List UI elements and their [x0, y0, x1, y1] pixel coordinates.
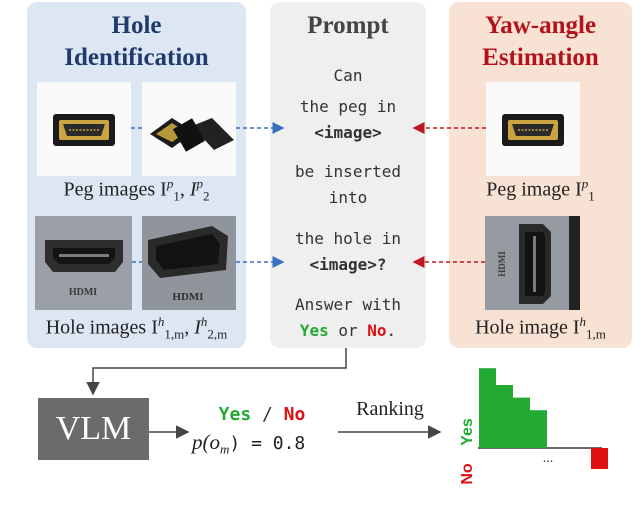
hole-images-caption-text: Hole images I	[45, 316, 158, 339]
peg-sub-2: 2	[202, 188, 210, 204]
ranking-bar-3	[530, 410, 547, 448]
yaw-peg-sup: p	[581, 176, 589, 191]
hole-sub-1: 1,m	[164, 326, 185, 342]
vlm-output-tokens: Yes / No	[192, 404, 332, 425]
peg-image-2	[142, 82, 236, 176]
chart-ellipsis: ...	[543, 451, 554, 466]
hole-identification-title-line1: Hole	[111, 12, 162, 39]
hdmi-plug-angled-icon	[150, 118, 234, 152]
vlm-label: VLM	[55, 410, 132, 447]
yaw-hole-caption-text: Hole image I	[475, 316, 580, 339]
prob-sub: m	[220, 441, 230, 457]
prompt-line-1: Can	[333, 66, 363, 85]
peg-image-1	[37, 82, 131, 176]
prompt-panel: Prompt Can the peg in <image> be inserte…	[270, 2, 426, 348]
prompt-answer-line: Yes or No.	[270, 321, 426, 340]
ranking-bar-chart: Yes No ...	[459, 368, 608, 485]
ranking-bar-0	[479, 368, 496, 448]
hole-images-caption: Hole images Ih1,m, Ih2,m	[45, 314, 228, 342]
hole-sub-2: 2,m	[207, 326, 228, 342]
yaw-peg-caption: Peg image Ip1	[449, 176, 632, 205]
prompt-line-4: be inserted	[295, 162, 401, 181]
yaw-hole-sup: h	[579, 314, 587, 329]
answer-yes: Yes	[299, 321, 329, 340]
yaw-angle-estimation-panel: Yaw-angle Estimation	[449, 2, 632, 348]
hole-sup-1: h	[157, 314, 165, 329]
peg-sup-1: p	[166, 176, 174, 191]
output-yes: Yes	[218, 404, 252, 425]
ranking-bar-2	[513, 397, 530, 448]
peg-sub-1: 1	[173, 188, 180, 204]
prompt-title: Prompt	[307, 12, 389, 39]
hdmi-logo-text-3: HDMI	[497, 251, 507, 277]
prompt-to-vlm-arrow	[86, 348, 347, 396]
vlm-box: VLM	[38, 398, 149, 460]
yaw-peg-image	[486, 82, 580, 176]
peg-images-caption: Peg images Ip1, Ip2	[63, 176, 210, 204]
yaw-hole-sub: 1,m	[586, 326, 606, 342]
hdmi-port-angled-icon: HDMI	[142, 216, 236, 310]
peg-images-caption-text: Peg images I	[63, 178, 167, 201]
prompt-line-7: <image>?	[309, 255, 387, 274]
prompt-line-3: <image>	[314, 123, 382, 142]
hdmi-logo-text-2: HDMI	[172, 291, 203, 303]
axis-no-label: No	[459, 463, 476, 485]
yaw-peg-sub: 1	[588, 188, 595, 204]
output-no: No	[283, 404, 306, 425]
hole-sup-2: h	[200, 314, 208, 329]
ranking-bar-1	[496, 385, 513, 448]
hole-image-1: HDMI	[35, 216, 132, 310]
ranking-bar-4	[591, 448, 608, 469]
answer-no: No	[367, 321, 387, 340]
hdmi-logo-text-1: HDMI	[69, 287, 97, 298]
answer-end: .	[386, 321, 397, 340]
prompt-line-2: the peg in	[299, 97, 397, 116]
prob-value: ) = 0.8	[229, 433, 306, 454]
yaw-hole-caption: Hole image Ih1,m	[449, 314, 632, 343]
ranking-label: Ranking	[356, 398, 424, 420]
axis-yes-label: Yes	[459, 418, 476, 446]
hdmi-port-vertical-icon: HDMI	[485, 216, 580, 310]
yaw-peg-caption-text: Peg image I	[486, 178, 582, 201]
prompt-line-6: the hole in	[295, 229, 401, 248]
hole-identification-title-line2: Identification	[64, 44, 209, 71]
prompt-line-5: into	[328, 188, 368, 207]
prob-func: p(o	[192, 430, 220, 454]
yaw-angle-title-line1: Yaw-angle	[484, 12, 597, 39]
yaw-hole-image: HDMI	[485, 216, 580, 310]
hdmi-plug-front-icon-yaw	[502, 114, 564, 146]
output-slash: /	[251, 404, 284, 425]
yaw-angle-title-line2: Estimation	[482, 44, 599, 71]
hole-image-2: HDMI	[142, 216, 236, 310]
peg-sup-2: p	[196, 176, 203, 191]
prompt-line-8: Answer with	[295, 295, 401, 314]
hdmi-plug-front-icon	[53, 114, 115, 146]
hdmi-port-front-icon: HDMI	[35, 216, 132, 310]
probability-text: p(om) = 0.8	[192, 430, 342, 458]
answer-or: or	[328, 321, 368, 340]
